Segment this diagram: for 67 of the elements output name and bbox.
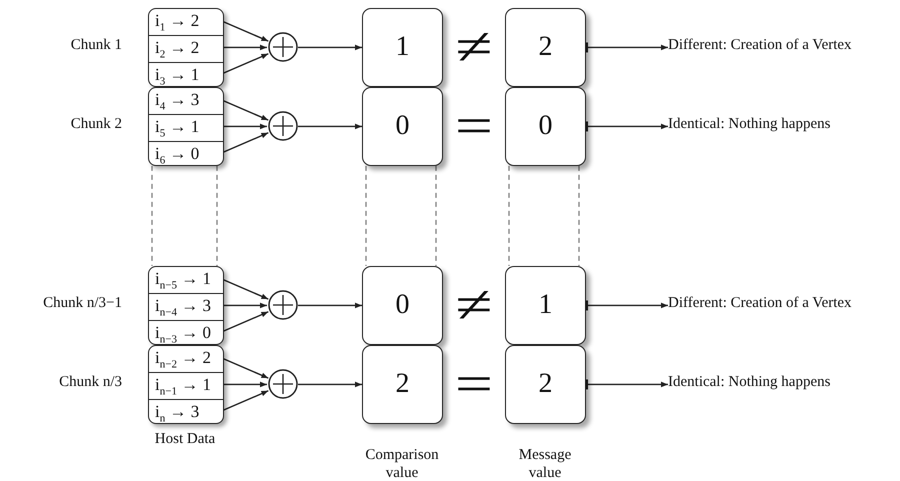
arrow (222, 132, 269, 154)
arrow (222, 302, 267, 308)
column-label: Comparison value (364, 446, 440, 481)
sum-symbol (268, 290, 298, 320)
comparison-value-box: 1 (362, 8, 443, 87)
data-row: i$_{6}$ → 0 (149, 140, 223, 167)
data-row: i$_{1}$ → 2 (149, 9, 223, 36)
arrow (584, 42, 668, 52)
arrow (222, 311, 269, 332)
message-value-box: 1 (505, 266, 586, 345)
data-row: i$_{n−5}$ → 1 (149, 267, 223, 294)
chunk-label: Chunk n/3 (58, 374, 122, 392)
data-row: i$_{n}$ → 3 (149, 398, 223, 425)
data-table (148, 345, 224, 424)
sum-symbol (268, 369, 298, 400)
arrow (298, 44, 362, 50)
arrow (584, 379, 668, 390)
chunk-label: Chunk 2 (70, 116, 122, 134)
comparison-symbol: = (454, 101, 494, 153)
comparison-symbol: ≠ (454, 22, 494, 74)
arrow (222, 44, 267, 50)
column-label: Message value (518, 446, 572, 481)
arrow (584, 300, 668, 310)
arrow (298, 124, 362, 130)
continuation-line (216, 166, 218, 266)
arrow (222, 390, 269, 412)
arrow (222, 53, 269, 74)
comparison-value-box: 0 (362, 266, 443, 345)
chunk-label: Chunk 1 (70, 37, 122, 54)
arrow (222, 100, 269, 121)
data-row: i$_{5}$ → 1 (149, 114, 223, 141)
result-text: Different: Creation of a Vertex (668, 295, 888, 316)
arrow (222, 382, 267, 388)
chunk-label: Chunk n/3−1 (42, 295, 122, 312)
continuation-line (435, 166, 437, 266)
data-table (148, 8, 224, 87)
result-text: Identical: Nothing happens (668, 374, 888, 394)
comparison-symbol: = (454, 359, 494, 411)
data-row: i$_{n−4}$ → 3 (149, 293, 223, 320)
arrow (222, 358, 269, 379)
sum-symbol (268, 32, 298, 62)
data-table (148, 87, 224, 166)
comparison-symbol: ≠ (454, 280, 494, 332)
arrow (222, 124, 267, 130)
data-row: i$_{4}$ → 3 (149, 88, 223, 114)
message-value-box: 2 (505, 8, 586, 87)
comparison-value-box: 0 (362, 87, 443, 166)
continuation-line (508, 166, 510, 266)
continuation-line (151, 166, 153, 266)
data-row: i$_{n−2}$ → 2 (149, 346, 223, 372)
continuation-line (365, 166, 367, 266)
message-value-box: 0 (505, 87, 586, 166)
data-row: i$_{n−1}$ → 1 (149, 372, 223, 399)
result-text: Identical: Nothing happens (668, 116, 888, 136)
arrow (298, 302, 362, 308)
data-table (148, 266, 224, 345)
message-value-box: 2 (505, 345, 586, 424)
sum-symbol (268, 111, 298, 142)
column-label: Host Data (154, 430, 216, 448)
result-text: Different: Creation of a Vertex (668, 37, 888, 58)
arrow (222, 278, 269, 300)
continuation-line (578, 166, 580, 266)
arrow (222, 20, 269, 42)
arrow (584, 121, 668, 132)
comparison-value-box: 2 (362, 345, 443, 424)
arrow (298, 382, 362, 388)
data-row: i$_{2}$ → 2 (149, 35, 223, 62)
